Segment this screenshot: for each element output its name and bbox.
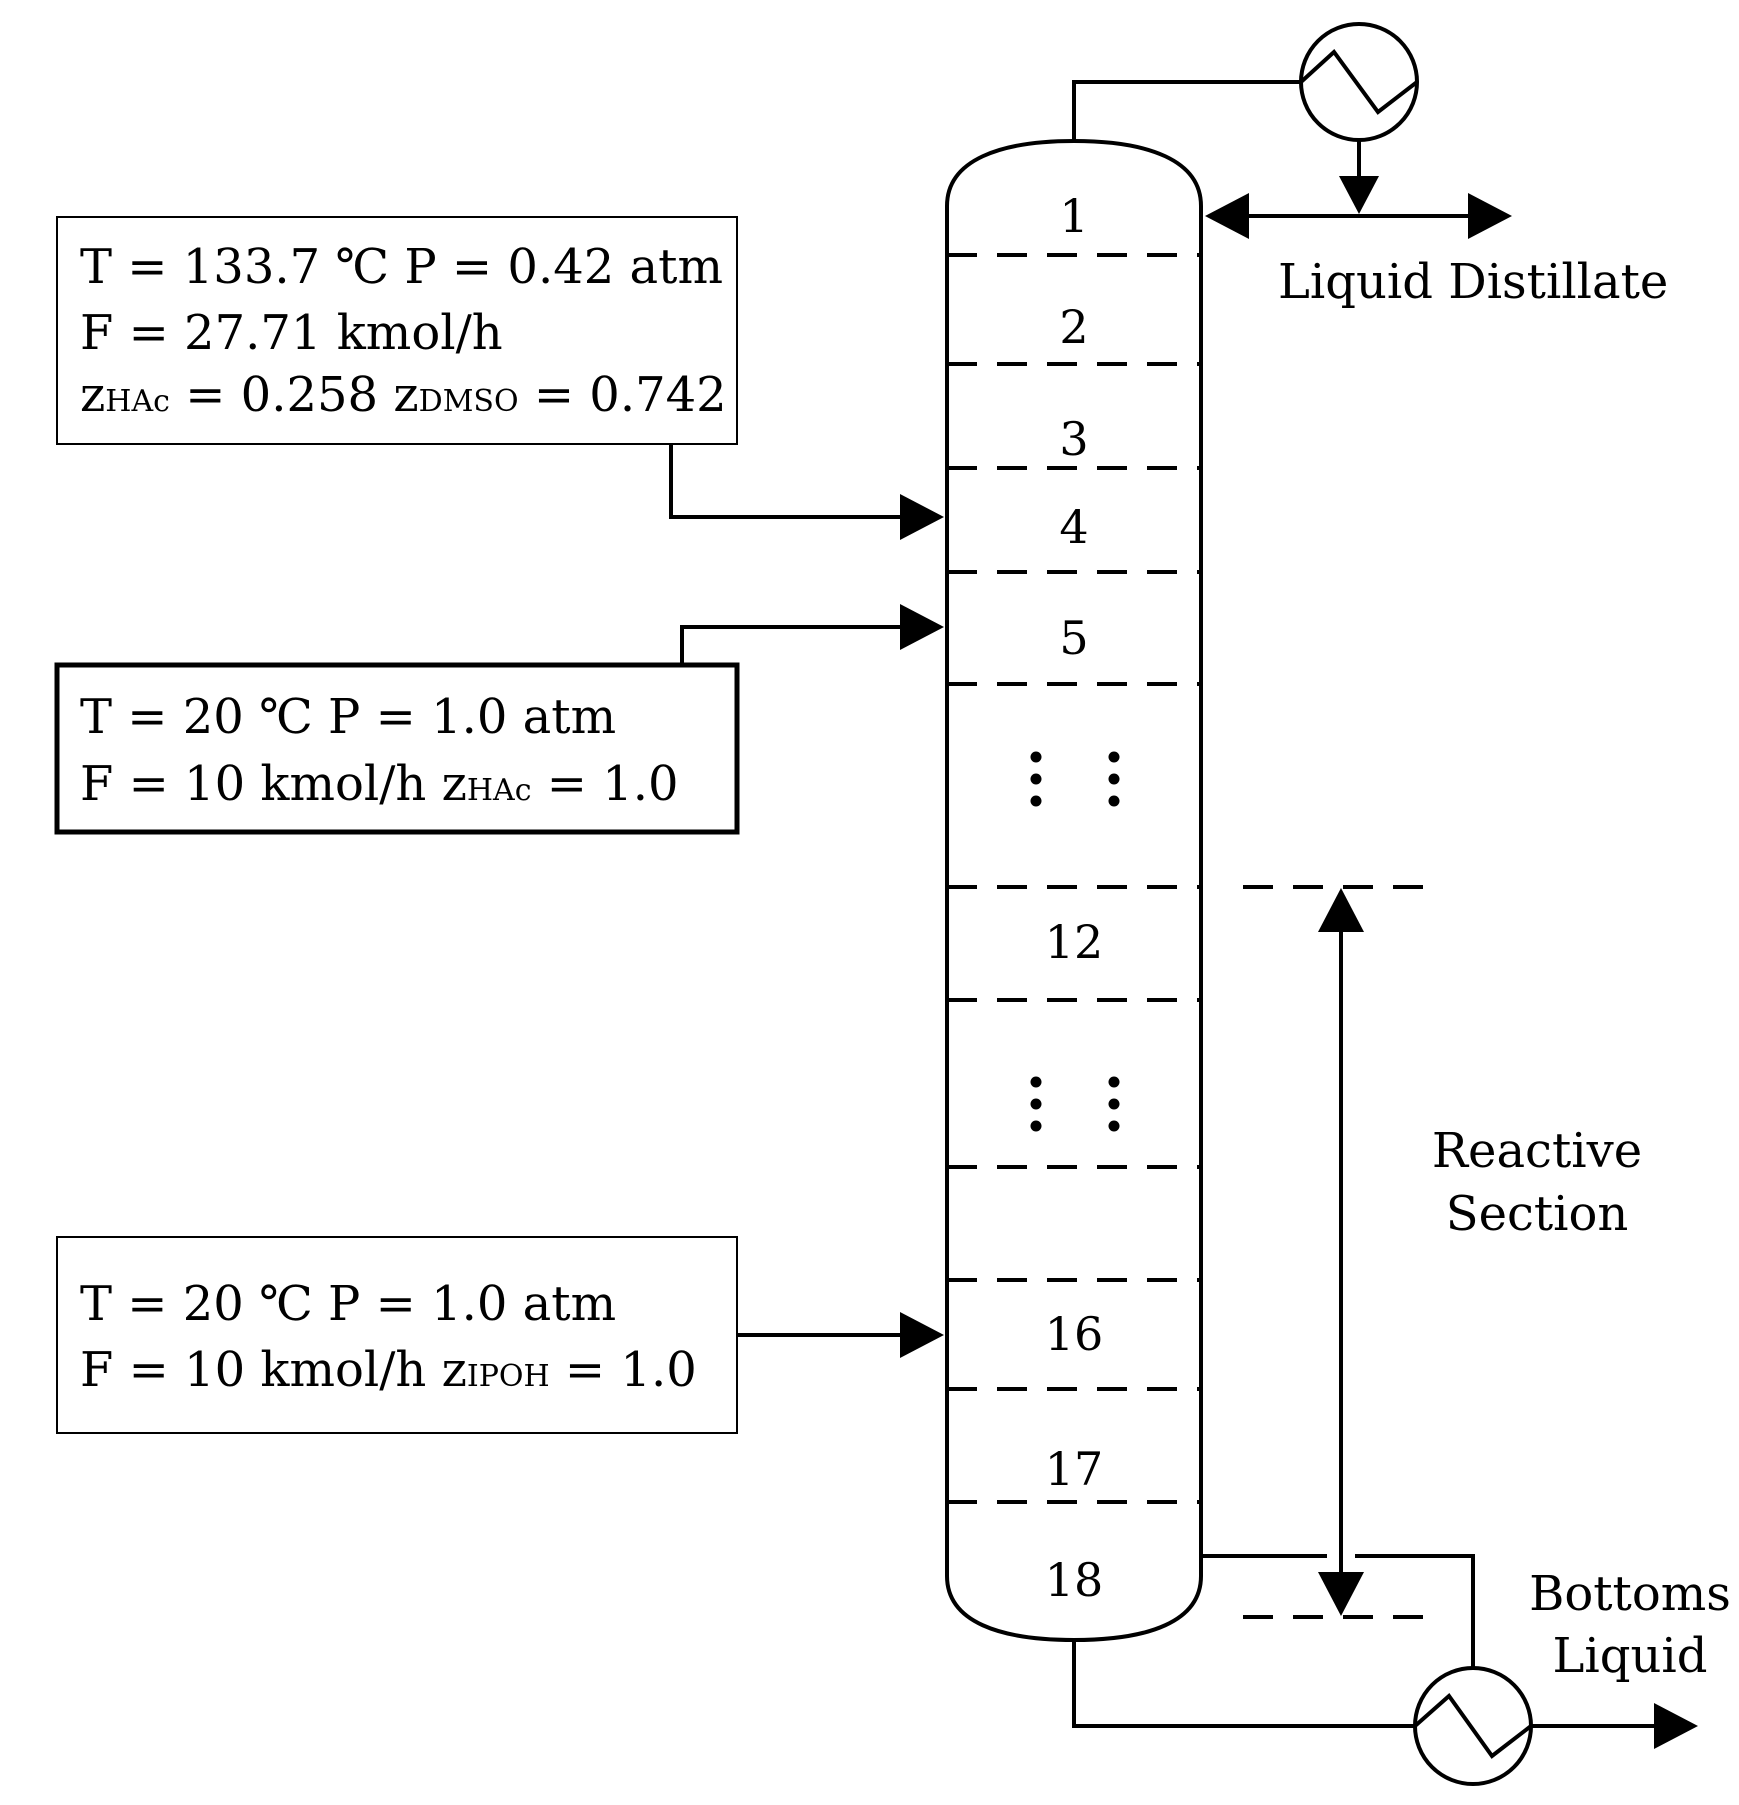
stage-1-label: 1 — [1059, 189, 1088, 243]
ellipsis-lower — [1030, 1076, 1120, 1132]
feed2-flow-composition: F = 10 kmol/h zHAc = 1.0 — [80, 756, 679, 812]
distillate-arrow — [1468, 193, 1512, 239]
stage-5-label: 5 — [1059, 611, 1088, 665]
reactive-arrow-down — [1318, 1572, 1364, 1616]
reactive-label: Reactive — [1432, 1123, 1642, 1179]
feed3-conditions: T = 20 ℃ P = 1.0 atm — [80, 1276, 616, 1332]
feed3-flow-composition: F = 10 kmol/h zIPOH = 1.0 — [80, 1342, 697, 1398]
feed3-arrow — [900, 1312, 944, 1358]
stage-3-label: 3 — [1059, 412, 1088, 466]
feed2-box — [54, 662, 740, 835]
reflux-arrow-to-column — [1205, 193, 1249, 239]
reflux-arrow-down — [1339, 176, 1379, 214]
stage-2-label: 2 — [1059, 300, 1088, 354]
feed1-arrow — [900, 494, 944, 540]
stage-17-label: 17 — [1045, 1442, 1104, 1496]
feed1-stream — [669, 444, 908, 519]
feed2-arrow — [900, 604, 944, 650]
feed2-conditions: T = 20 ℃ P = 1.0 atm — [80, 689, 616, 745]
ellipsis-upper — [1030, 751, 1120, 807]
reactive-section-bounds — [1243, 885, 1440, 1619]
section-label: Section — [1446, 1186, 1629, 1242]
stage-18-label: 18 — [1045, 1553, 1104, 1607]
stage-16-label: 16 — [1045, 1307, 1104, 1361]
bottoms-label: Bottoms — [1529, 1566, 1731, 1622]
feed1-composition: zHAc = 0.258 zDMSO = 0.742 — [80, 367, 727, 423]
feed1-box — [56, 216, 738, 445]
feed1-conditions: T = 133.7 ℃ P = 0.42 atm — [80, 239, 723, 295]
reboiler — [1072, 1554, 1662, 1786]
liquid-distillate-label: Liquid Distillate — [1278, 254, 1668, 310]
feed2-stream — [680, 625, 908, 665]
feed1-flow: F = 27.71 kmol/h — [80, 305, 503, 361]
stage-4-label: 4 — [1059, 500, 1088, 554]
condenser — [1072, 22, 1419, 142]
stage-12-label: 12 — [1045, 915, 1104, 969]
feed3-box — [56, 1236, 738, 1434]
bottoms-arrow — [1654, 1703, 1698, 1749]
tray-lines — [947, 253, 1201, 1504]
liquid-label: Liquid — [1553, 1628, 1708, 1684]
reactive-arrow-up — [1318, 888, 1364, 932]
